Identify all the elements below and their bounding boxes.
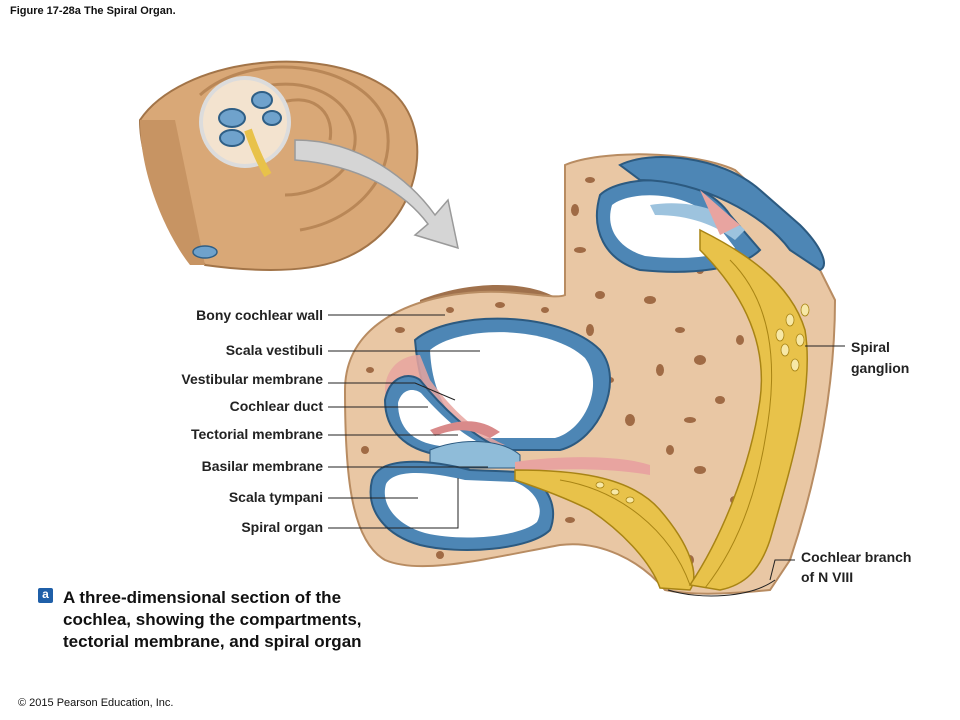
label-bony-cochlear-wall: Bony cochlear wall [196, 307, 323, 323]
label-cochlear-duct: Cochlear duct [229, 398, 323, 414]
caption-line: A three-dimensional section of the [63, 588, 342, 607]
figure-title: Figure 17-28a The Spiral Organ. [10, 5, 176, 17]
label-basilar-membrane: Basilar membrane [201, 458, 323, 474]
label-scala-vestibuli: Scala vestibuli [225, 342, 323, 358]
label-cochlear-branch-line2: of N VIII [801, 569, 854, 585]
figure-caption: A three-dimensional section of the cochl… [63, 587, 423, 653]
label-scala-tympani: Scala tympani [228, 489, 323, 505]
copyright-notice: © 2015 Pearson Education, Inc. [18, 697, 174, 709]
label-spiral-ganglion-line1: Spiral [851, 339, 890, 355]
label-spiral-ganglion-line2: ganglion [851, 360, 910, 376]
label-spiral-organ: Spiral organ [241, 519, 323, 535]
cochlea-cross-section [343, 153, 837, 597]
cochlea-shell-overview [138, 60, 419, 271]
panel-letter-badge: a [38, 588, 53, 603]
label-vestibular-membrane: Vestibular membrane [181, 371, 323, 387]
caption-line: tectorial membrane, and spiral organ [63, 632, 362, 651]
leader-lines [328, 314, 845, 581]
zoom-arrow [294, 139, 459, 250]
caption-line: cochlea, showing the compartments, [63, 610, 362, 629]
label-tectorial-membrane: Tectorial membrane [190, 426, 323, 442]
label-cochlear-branch-line1: Cochlear branch [801, 549, 912, 565]
